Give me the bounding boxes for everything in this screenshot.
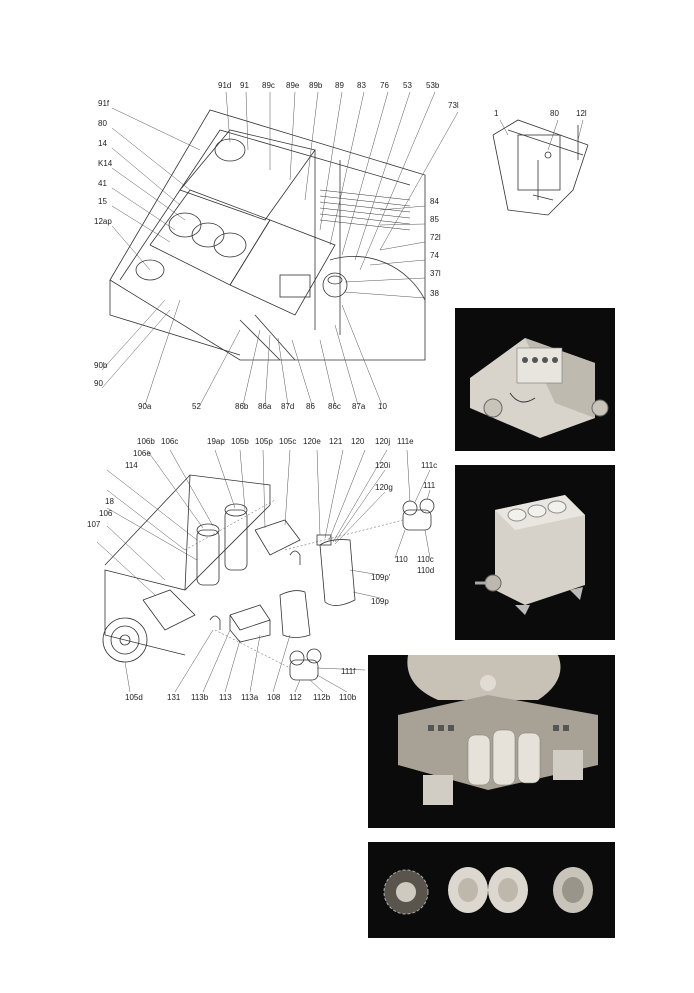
callout-label: 105b bbox=[231, 437, 249, 446]
callout-label: 112 bbox=[289, 693, 302, 702]
callout-label: 113b bbox=[191, 693, 209, 702]
callout-label: 1 bbox=[494, 109, 499, 118]
photo-engine-block-image bbox=[455, 465, 615, 640]
callout-label: 53 bbox=[403, 81, 412, 90]
callout-label: 73l bbox=[448, 101, 459, 110]
callout-label: 86a bbox=[258, 402, 272, 411]
callout-label: 19ap bbox=[207, 437, 225, 446]
lower-top-labels: 106b 106c 19ap 105b 105p 105c 120e 121 1… bbox=[137, 437, 414, 446]
callout-label: 111f bbox=[341, 667, 356, 676]
lower-right-labels: 120i 120g 111c 111 110 110c 110d 109p' 1… bbox=[341, 461, 437, 676]
callout-label: 91f bbox=[98, 99, 110, 108]
callout-label: 84 bbox=[430, 197, 439, 206]
callout-label: 111 bbox=[423, 481, 436, 490]
photo-engine-front bbox=[455, 308, 615, 451]
callout-label: 41 bbox=[98, 179, 107, 188]
callout-label: 109p' bbox=[371, 573, 391, 582]
callout-label: 91d bbox=[218, 81, 231, 90]
callout-label: 91 bbox=[240, 81, 249, 90]
bottom-callout-labels: 90a 52 86b 86a 87d 86 86c 87a 10 bbox=[138, 402, 387, 411]
callout-label: 37l bbox=[430, 269, 441, 278]
callout-label: 86 bbox=[306, 402, 315, 411]
callout-label: 120e bbox=[303, 437, 321, 446]
callout-label: K14 bbox=[98, 159, 113, 168]
callout-label: 114 bbox=[125, 461, 138, 470]
callout-label: 52 bbox=[192, 402, 201, 411]
photo-engine-deck-image bbox=[368, 655, 615, 828]
callout-label: 80 bbox=[98, 119, 107, 128]
callout-label: 113a bbox=[241, 693, 259, 702]
callout-label: 111e bbox=[397, 437, 414, 446]
callout-label: 105c bbox=[279, 437, 296, 446]
callout-label: 120g bbox=[375, 483, 393, 492]
callout-label: 108 bbox=[267, 693, 281, 702]
callout-label: 109p bbox=[371, 597, 389, 606]
callout-label: 131 bbox=[167, 693, 181, 702]
callout-label: 107 bbox=[87, 520, 101, 529]
callout-label: 112b bbox=[313, 693, 331, 702]
callout-label: 90 bbox=[94, 379, 103, 388]
callout-label: 105p bbox=[255, 437, 273, 446]
callout-label: 120i bbox=[375, 461, 390, 470]
callout-label: 85 bbox=[430, 215, 439, 224]
callout-label: 110c bbox=[417, 555, 434, 564]
exploded-assembly-diagram: 106b 106c 19ap 105b 105p 105c 120e 121 1… bbox=[87, 437, 437, 702]
callout-label: 83 bbox=[357, 81, 366, 90]
callout-label: 38 bbox=[430, 289, 439, 298]
callout-label: 120j bbox=[375, 437, 390, 446]
inset-diagram: 1 80 12l bbox=[492, 109, 589, 216]
callout-label: 110 bbox=[395, 555, 408, 564]
callout-label: 106b bbox=[137, 437, 155, 446]
callout-label: 89e bbox=[286, 81, 300, 90]
callout-label: 15 bbox=[98, 197, 107, 206]
callout-label: 90b bbox=[94, 361, 108, 370]
lower-bottom-labels: 105d 131 113b 113 113a 108 112 112b 110b bbox=[125, 693, 357, 702]
callout-label: 106 bbox=[99, 509, 113, 518]
callout-label: 76 bbox=[380, 81, 389, 90]
callout-label: 105d bbox=[125, 693, 143, 702]
callout-label: 110d bbox=[417, 566, 434, 575]
engine-compartment-diagram: 91d 91 89c 89e 89b 89 83 76 53 53b 73l 9… bbox=[94, 81, 459, 411]
callout-label: 106c bbox=[161, 437, 178, 446]
callout-label: 87d bbox=[281, 402, 294, 411]
callout-label: 74 bbox=[430, 251, 439, 260]
callout-label: 14 bbox=[98, 139, 107, 148]
lower-left-labels: 106e 114 18 106 107 bbox=[87, 449, 151, 529]
photo-engine-deck bbox=[368, 655, 615, 828]
callout-label: 113 bbox=[219, 693, 232, 702]
callout-label: 90a bbox=[138, 402, 152, 411]
callout-label: 89c bbox=[262, 81, 275, 90]
photo-wheels-image bbox=[368, 842, 615, 938]
callout-label: 111c bbox=[421, 461, 437, 470]
callout-label: 89 bbox=[335, 81, 344, 90]
callout-label: 89b bbox=[309, 81, 323, 90]
callout-label: 121 bbox=[329, 437, 343, 446]
photo-engine-front-image bbox=[455, 308, 615, 451]
callout-label: 106e bbox=[133, 449, 151, 458]
right-callout-labels: 84 85 72l 74 37l 38 bbox=[430, 197, 441, 298]
callout-label: 86c bbox=[328, 402, 341, 411]
callout-label: 86b bbox=[235, 402, 249, 411]
callout-label: 72l bbox=[430, 233, 441, 242]
callout-label: 87a bbox=[352, 402, 366, 411]
photo-engine-block bbox=[455, 465, 615, 640]
photo-wheels bbox=[368, 842, 615, 938]
left-callout-labels: 91f 80 14 K14 41 15 12ap 90b 90 bbox=[94, 99, 113, 388]
callout-label: 12l bbox=[576, 109, 587, 118]
callout-label: 80 bbox=[550, 109, 559, 118]
callout-label: 12ap bbox=[94, 217, 112, 226]
callout-label: 110b bbox=[339, 693, 357, 702]
callout-label: 120 bbox=[351, 437, 365, 446]
callout-label: 10 bbox=[378, 402, 387, 411]
callout-label: 53b bbox=[426, 81, 440, 90]
top-callout-labels: 91d 91 89c 89e 89b 89 83 76 53 53b 73l bbox=[218, 81, 459, 110]
callout-label: 18 bbox=[105, 497, 114, 506]
